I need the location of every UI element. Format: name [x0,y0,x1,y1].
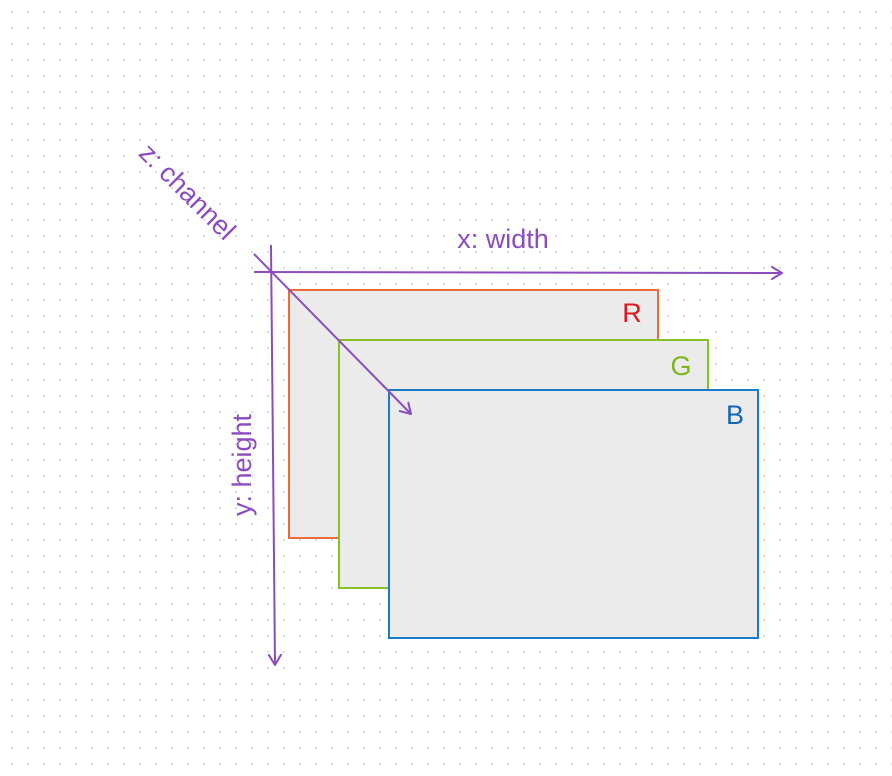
z-axis-arrow [253,253,412,415]
x-axis-label: x: width [457,224,549,254]
y-axis-arrow [267,244,282,666]
b-plane-label: B [726,400,744,430]
y-axis-label: y: height [227,413,257,516]
x-axis-arrow [253,265,783,280]
b-plane [388,389,759,639]
z-axis-label: z: channel [133,138,241,246]
r-plane-label: R [622,298,642,328]
g-plane-label: G [670,351,691,381]
